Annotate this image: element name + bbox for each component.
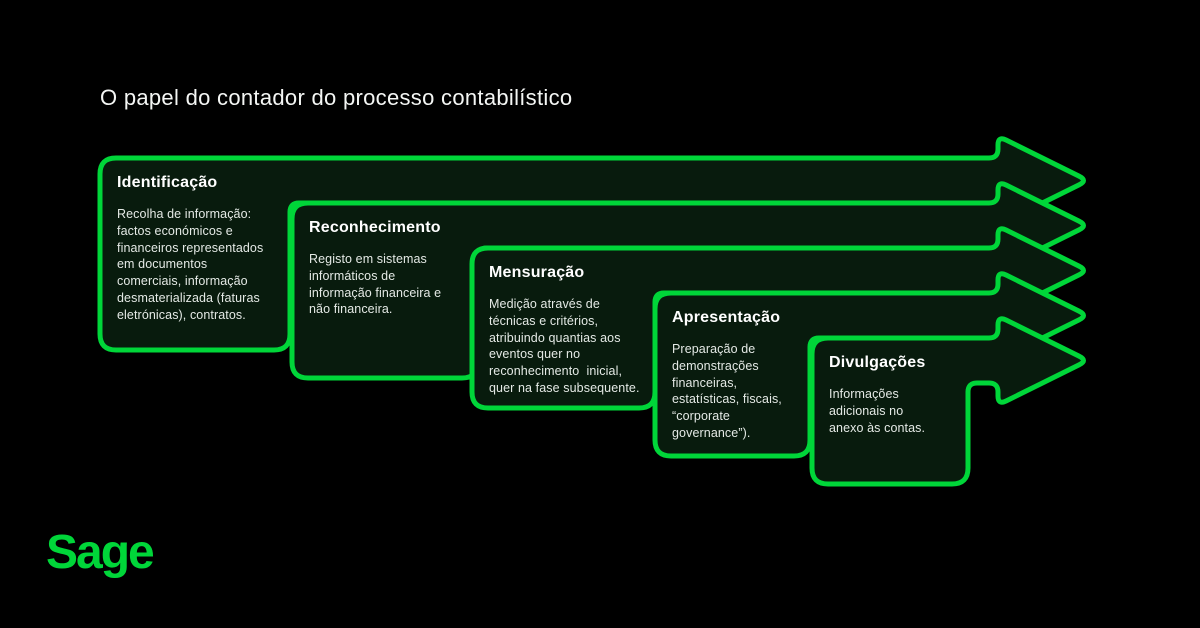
sage-logo: Sage [46,526,155,579]
step-title: Apresentação [672,309,781,326]
arrow-shape-divulgacoes [809,316,1086,487]
step-reconhecimento: Reconhecimento Registo em sistemas infor… [309,218,465,318]
step-title: Identificação [117,174,218,191]
step-body: Recolha de informação: factos económicos… [117,207,264,322]
step-title: Divulgações [829,354,926,371]
page-title: O papel do contador do processo contabil… [100,85,573,110]
step-body: Informações adicionais no anexo às conta… [829,387,926,435]
step-title: Reconhecimento [309,219,441,236]
step-mensuracao: Mensuração Medição através de técnicas e… [489,263,644,397]
step-identificacao: Identificação Recolha de informação: fac… [117,173,277,324]
step-body: Preparação de demonstrações financeiras,… [672,342,782,440]
step-apresentacao: Apresentação Preparação de demonstrações… [672,308,798,442]
step-title: Mensuração [489,264,585,281]
step-body: Medição através de técnicas e critérios,… [489,297,640,395]
step-divulgacoes: Divulgações Informações adicionais no an… [829,353,955,436]
step-body: Registo em sistemas informáticos de info… [309,252,442,317]
